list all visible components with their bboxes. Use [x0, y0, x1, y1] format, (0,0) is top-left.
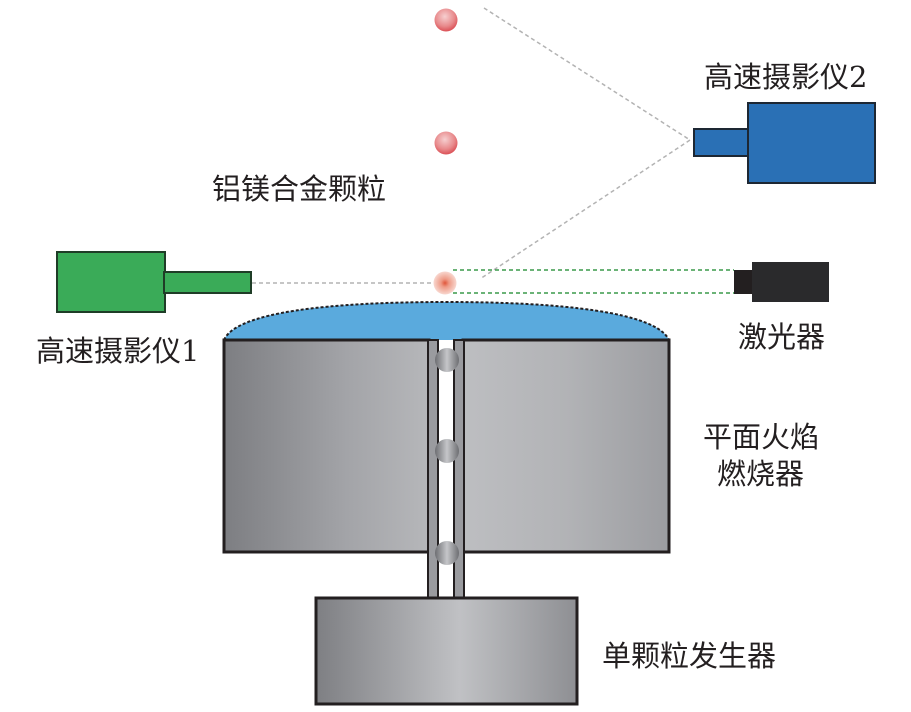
high-speed-camera-2 [693, 102, 876, 184]
label-laser: 激光器 [738, 320, 826, 354]
label-camera1: 高速摄影仪1 [36, 334, 200, 368]
flame-dome-outline [223, 300, 670, 341]
particle-feed-tube [427, 339, 465, 601]
camera2-upper-sightline [483, 7, 691, 141]
label-burner-line2: 燃烧器 [717, 457, 805, 491]
camera1-lens [163, 271, 252, 294]
particle-middle [434, 131, 458, 155]
laser-device [734, 262, 829, 302]
flame-dome [224, 302, 669, 340]
camera2-lens [693, 128, 750, 157]
tube-particle-1 [435, 348, 459, 372]
burner-left-block [222, 338, 431, 554]
tube-particle-2 [435, 439, 459, 463]
tube-particle-3 [435, 541, 459, 565]
label-burner-line1: 平面火焰 [703, 420, 820, 454]
tube-left-wall [427, 339, 439, 601]
laser-body [752, 262, 829, 302]
high-speed-camera-1 [56, 251, 252, 313]
particle-top [434, 8, 458, 32]
label-camera2: 高速摄影仪2 [704, 60, 868, 94]
sight-lines [252, 7, 691, 284]
flat-flame-burner [222, 338, 671, 554]
particle-glowing [433, 271, 457, 295]
burner-right-block [461, 338, 671, 554]
camera2-lower-sightline [479, 139, 691, 280]
label-particle: 铝镁合金颗粒 [212, 172, 387, 206]
camera2-body [747, 102, 876, 184]
tube-channel [439, 341, 453, 599]
label-generator: 单颗粒发生器 [602, 639, 777, 673]
camera1-body [56, 251, 166, 313]
laser-nozzle [734, 270, 754, 294]
laser-beams [453, 269, 734, 294]
single-particle-generator [314, 596, 579, 706]
